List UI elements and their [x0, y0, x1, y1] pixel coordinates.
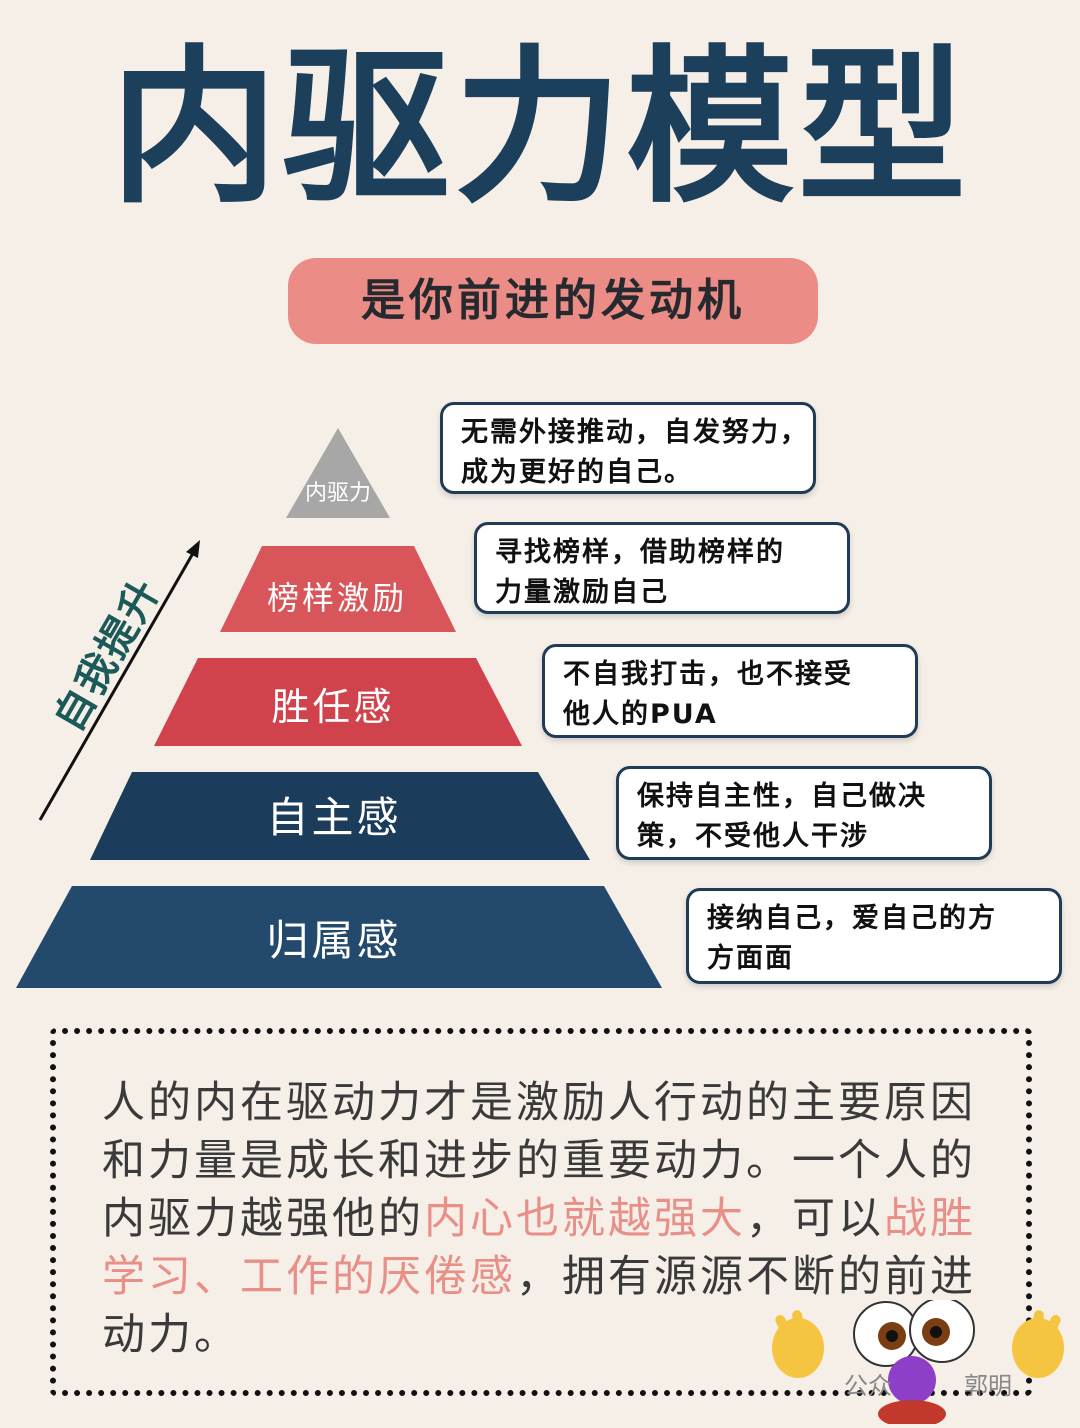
emoji-face-icon — [772, 1297, 1064, 1428]
arrow-head-icon — [186, 540, 200, 558]
note-level-5-line-2: 方面面 — [707, 943, 794, 974]
watermark-left-text: 公众 — [844, 1372, 892, 1400]
note-level-1-line-1: 无需外接推动，自发努力， — [461, 417, 809, 448]
subtitle-banner: 是你前进的发动机 — [288, 258, 818, 344]
summary-line-5: 动力。 — [102, 1310, 240, 1360]
left-hand-icon — [772, 1310, 824, 1378]
pyramid-level-5-label: 归属感 — [266, 916, 401, 965]
note-level-2: 寻找榜样，借助榜样的 力量激励自己 — [474, 522, 850, 614]
summary-highlight-3: 学习、工作的厌倦感 — [102, 1252, 516, 1302]
note-level-3-line-1: 不自我打击，也不接受 — [563, 659, 853, 690]
watermark: 公众 郭明 — [770, 1297, 1080, 1428]
nose-icon — [888, 1356, 936, 1404]
page-title: 内驱力模型 — [110, 30, 970, 226]
summary-line-1: 人的内在驱动力才是激励人行动的主要原因 — [102, 1078, 976, 1128]
pyramid-level-2-shape — [220, 546, 456, 632]
note-level-5-line-1: 接纳自己，爱自己的方 — [707, 903, 997, 934]
summary-line-4: 学习、工作的厌倦感，拥有源源不断的前进 — [102, 1252, 976, 1302]
note-level-1: 无需外接推动，自发努力， 成为更好的自己。 — [440, 402, 816, 494]
pyramid-diagram: 内驱力 榜样激励 胜任感 自主感 归属感 — [16, 428, 662, 988]
note-level-4-line-1: 保持自主性，自己做决 — [637, 781, 927, 812]
pyramid-level-4-shape — [90, 772, 590, 860]
note-level-3-line-2: 他人的PUA — [563, 699, 718, 730]
right-hand-icon — [1012, 1310, 1064, 1378]
note-level-2-line-2: 力量激励自己 — [495, 577, 669, 608]
summary-box: 人的内在驱动力才是激励人行动的主要原因 和力量是成长和进步的重要动力。一个人的 … — [50, 1028, 1032, 1396]
summary-highlight-2: 战胜 — [884, 1194, 976, 1244]
watermark-right-text: 郭明 — [964, 1372, 1012, 1400]
self-improvement-arrow — [38, 547, 198, 821]
summary-highlight-1: 内心也就越强大 — [424, 1194, 746, 1244]
pyramid-level-3-label: 胜任感 — [271, 685, 394, 729]
pyramid-level-5-shape — [16, 886, 662, 988]
pyramid-level-1-label: 内驱力 — [305, 481, 371, 506]
note-level-1-line-2: 成为更好的自己。 — [461, 457, 693, 488]
note-level-3: 不自我打击，也不接受 他人的PUA — [542, 644, 918, 738]
note-level-4: 保持自主性，自己做决 策，不受他人干涉 — [616, 766, 992, 860]
summary-line-2: 和力量是成长和进步的重要动力。一个人的 — [102, 1136, 976, 1186]
note-level-4-line-2: 策，不受他人干涉 — [637, 821, 869, 852]
note-level-2-line-1: 寻找榜样，借助榜样的 — [495, 537, 785, 568]
pyramid-level-3-shape — [154, 658, 522, 746]
pyramid-level-4-label: 自主感 — [266, 793, 401, 842]
pyramid-level-1-shape — [286, 428, 390, 518]
pyramid-level-2-label: 榜样激励 — [267, 579, 407, 617]
note-level-5: 接纳自己，爱自己的方 方面面 — [686, 888, 1062, 984]
summary-line-3: 内驱力越强他的内心也就越强大，可以战胜 — [102, 1194, 976, 1244]
